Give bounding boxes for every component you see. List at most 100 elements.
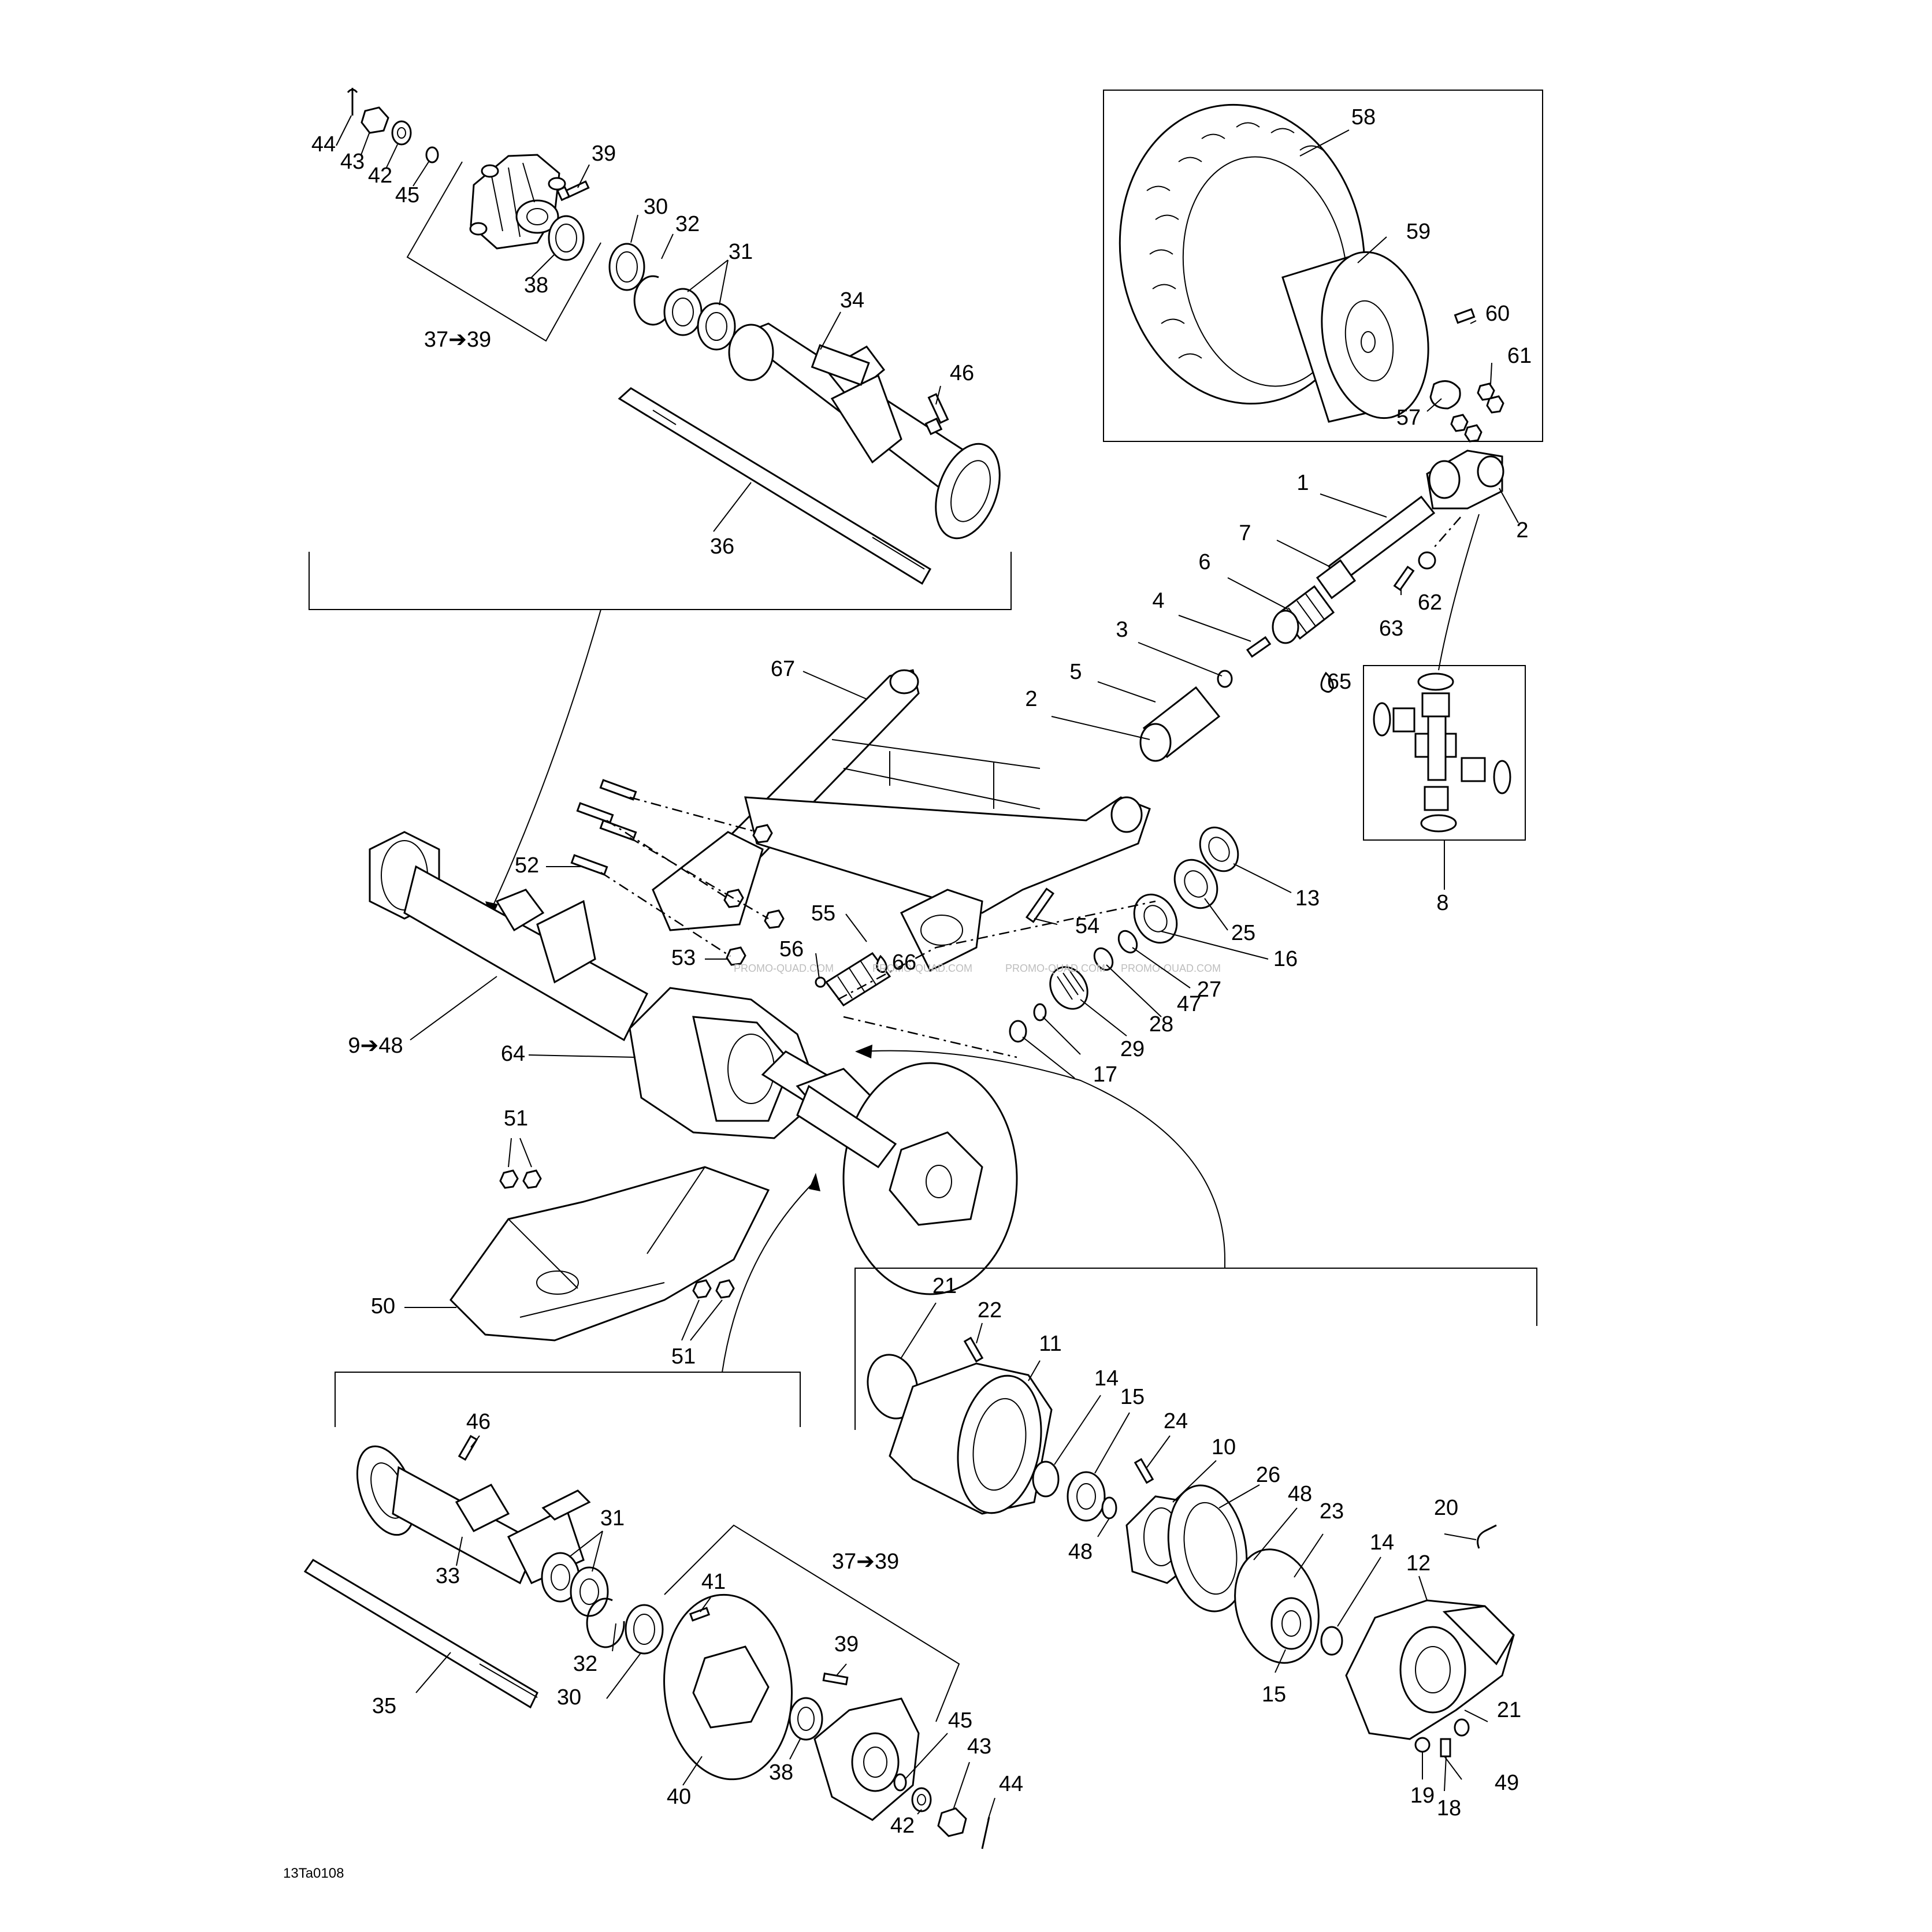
callout-41: 41: [701, 1570, 726, 1594]
callout-36: 36: [710, 534, 734, 559]
callout-59: 59: [1406, 220, 1431, 244]
wheel-stud-39: [556, 180, 590, 202]
castle-nut-43: [361, 106, 389, 134]
callout-6: 6: [1198, 550, 1210, 574]
seal-14-a: [1032, 1461, 1060, 1498]
callout-56: 56: [779, 937, 804, 961]
cotter-pin-44-b: [981, 1816, 990, 1849]
callout-11: 11: [1039, 1332, 1061, 1356]
circlip-32-b: [586, 1597, 625, 1648]
watermark-3: PROMO-QUAD.COM: [1005, 963, 1105, 974]
callout-12: 12: [1406, 1551, 1431, 1576]
callout-52: 52: [515, 853, 539, 878]
breather-20: [1477, 1524, 1497, 1549]
boot-6: [1272, 585, 1335, 644]
callout-66: 66: [892, 950, 916, 975]
callout-32-b: 32: [573, 1652, 597, 1676]
callout-7: 7: [1239, 521, 1251, 545]
callout-39: 39: [592, 142, 616, 166]
wheel-nuts-61: [1450, 382, 1504, 443]
bump-stop-55: [824, 952, 891, 1007]
driveshaft-assembly: [1139, 449, 1526, 890]
callout-62: 62: [1418, 590, 1442, 615]
bolt-4: [1246, 636, 1272, 658]
callout-21-b: 21: [1497, 1698, 1521, 1722]
callout-45-b: 45: [948, 1708, 972, 1733]
callout-33: 33: [436, 1564, 460, 1588]
callout-19: 19: [1410, 1784, 1435, 1808]
nut-51-b: [522, 1169, 542, 1189]
axle-housing-9-48: [369, 831, 1018, 1295]
fitting-56: [815, 976, 826, 988]
callout-51-top: 51: [504, 1106, 528, 1131]
u-joint-yoke-2: [1426, 449, 1504, 510]
bolt-46: [924, 393, 949, 436]
ring-45: [425, 146, 439, 164]
callout-8: 8: [1436, 891, 1448, 915]
top-left-hub-assembly: [309, 88, 1012, 610]
bearing-16: [1133, 893, 1178, 944]
callout-38: 38: [524, 273, 548, 298]
watermark: PROMO-QUAD.COM: [734, 963, 834, 974]
callout-63: 63: [1379, 616, 1403, 641]
bushing-17: [1009, 1020, 1027, 1043]
callout-15-b: 15: [1262, 1682, 1286, 1707]
callout-55: 55: [811, 901, 835, 926]
washer-19: [1414, 1737, 1431, 1753]
callout-35: 35: [372, 1694, 396, 1718]
callout-20: 20: [1434, 1496, 1458, 1520]
callout-37-39: 37➔39: [424, 328, 491, 352]
callout-67: 67: [771, 657, 795, 681]
wheel-hub-37-b: [813, 1697, 920, 1821]
bottom-left-hub-assembly: [303, 1372, 990, 1849]
callout-51-bottom: 51: [671, 1344, 696, 1369]
callout-50: 50: [371, 1294, 395, 1318]
callout-9-48: 9➔48: [348, 1034, 403, 1058]
callout-38-b: 38: [769, 1760, 793, 1785]
housing-11: [889, 1362, 1053, 1515]
wheel-assembly-box: [1103, 90, 1543, 443]
callout-43-b: 43: [967, 1734, 991, 1759]
callout-2a: 2: [1516, 518, 1528, 543]
grease-drop-66: [876, 954, 887, 973]
brake-disc-40: [663, 1593, 793, 1781]
callout-21-a: 21: [932, 1274, 957, 1298]
bearing-31-b2: [570, 1566, 609, 1617]
bearings-31: [663, 288, 736, 351]
callout-44: 44: [311, 132, 336, 157]
washer-62: [1418, 551, 1436, 570]
callout-39-b: 39: [834, 1632, 859, 1656]
nut-51-d: [715, 1279, 735, 1299]
callout-45: 45: [395, 183, 419, 207]
callout-46: 46: [950, 361, 974, 385]
valve-60: [1454, 308, 1476, 324]
callout-37-39-b: 37➔39: [832, 1550, 899, 1574]
callout-31: 31: [729, 240, 753, 264]
callout-1: 1: [1296, 471, 1309, 495]
callout-48-a: 48: [1288, 1482, 1312, 1506]
pinion-assembly: [837, 826, 1239, 1058]
nut-51-a: [499, 1169, 519, 1189]
callout-32: 32: [675, 212, 700, 236]
callout-30-b: 30: [557, 1685, 581, 1710]
axle-shaft-35: [303, 1559, 538, 1709]
castle-nut-43-b: [937, 1807, 967, 1837]
callout-26: 26: [1256, 1463, 1280, 1487]
wheel-hub-37: [469, 154, 566, 250]
callout-14-a: 14: [1094, 1366, 1119, 1391]
group-bracket-right: [854, 1268, 1537, 1430]
bolt-24: [1134, 1458, 1154, 1484]
nut-51-c: [692, 1279, 712, 1299]
callout-4: 4: [1152, 589, 1164, 613]
shim-47: [1093, 947, 1114, 971]
callout-2b: 2: [1025, 687, 1037, 711]
bolt-63: [1393, 566, 1415, 591]
bearing-15-b: [1270, 1597, 1312, 1650]
bearing-15-a: [1067, 1471, 1106, 1522]
group-bracket-top: [309, 552, 1012, 610]
callout-46-b: 46: [466, 1410, 491, 1434]
figure-code: 13Ta0108: [283, 1866, 344, 1881]
washer-42-b: [911, 1787, 932, 1812]
callout-27: 27: [1197, 978, 1221, 1002]
